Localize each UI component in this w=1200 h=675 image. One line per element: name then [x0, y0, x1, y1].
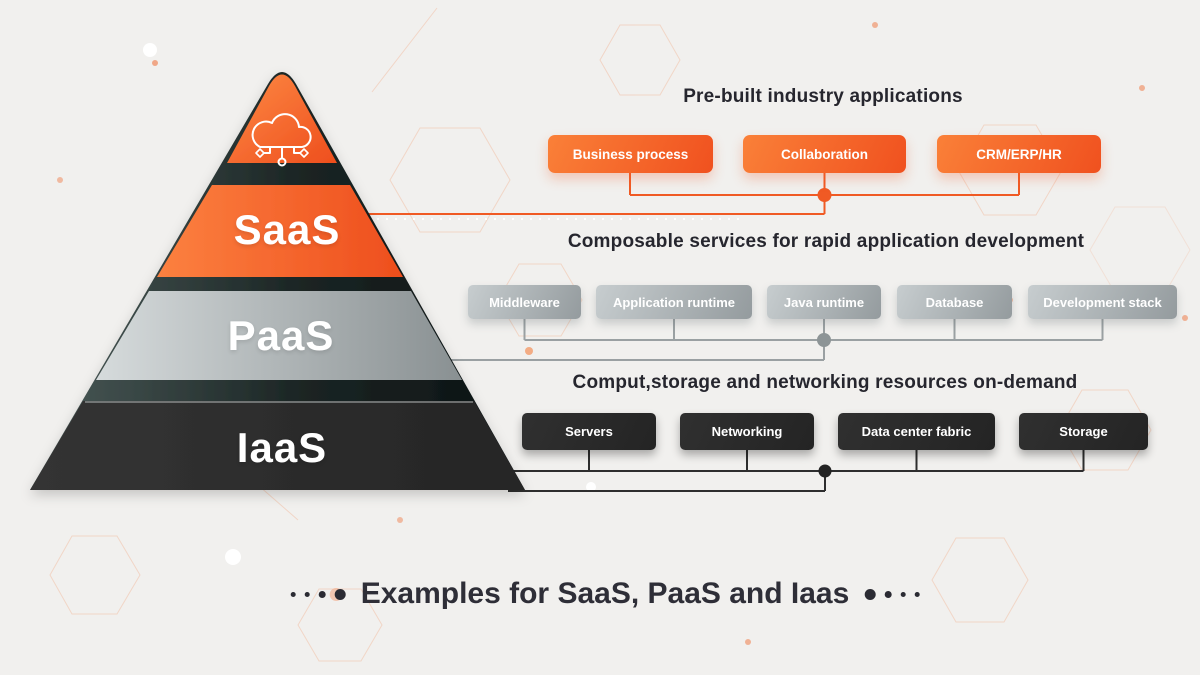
paas-connector-lines: [440, 319, 1104, 361]
caption-dot-decor: [290, 591, 296, 597]
pyramid-layer-saas: [157, 185, 403, 277]
iaas-junction-dot: [818, 464, 832, 478]
chip-collaboration[interactable]: Collaboration: [743, 135, 906, 173]
chip-business-process[interactable]: Business process: [548, 135, 713, 173]
caption-dot-decor: [318, 590, 326, 598]
chip-middleware[interactable]: Middleware: [468, 285, 581, 319]
chip-storage[interactable]: Storage: [1019, 413, 1148, 450]
paas-junction-dot: [817, 333, 831, 347]
pyramid-layer-iaas: [30, 401, 525, 490]
pyramid-label-saas: SaaS: [233, 206, 341, 253]
section-title-saas-examples: Pre-built industry applications: [683, 86, 963, 107]
chip-application-runtime[interactable]: Application runtime: [596, 285, 752, 319]
dot-decor: [57, 22, 1188, 645]
cloud-circuit-icon: [251, 113, 312, 167]
chip-networking[interactable]: Networking: [680, 413, 814, 450]
caption-dot-decor: [884, 590, 892, 598]
caption-text: Examples for SaaS, PaaS and Iaas: [360, 577, 850, 610]
chip-java-runtime[interactable]: Java runtime: [767, 285, 881, 319]
chip-crm-erp-hr[interactable]: CRM/ERP/HR: [937, 135, 1101, 173]
pyramid: [30, 72, 525, 490]
saas-junction-dot: [817, 188, 832, 202]
caption-dot-decor: [900, 591, 906, 597]
section-title-paas-examples: Composable services for rapid applicatio…: [567, 231, 1085, 252]
caption-dot-decor: [914, 591, 920, 597]
pyramid-layer-paas: [96, 291, 462, 380]
caption: Examples for SaaS, PaaS and Iaas: [290, 577, 920, 611]
saas-connector-lines: [356, 173, 1020, 215]
caption-dot-decor: [864, 588, 876, 600]
iaas-connector-lines: [505, 450, 1085, 492]
caption-dot-decor: [334, 588, 346, 600]
chip-data-center-fabric[interactable]: Data center fabric: [838, 413, 995, 450]
section-title-iaas-examples: Comput,storage and networking resources …: [572, 372, 1078, 393]
chip-database[interactable]: Database: [897, 285, 1012, 319]
pyramid-label-paas: PaaS: [227, 312, 335, 359]
chip-servers[interactable]: Servers: [522, 413, 656, 450]
pyramid-label-iaas: IaaS: [236, 424, 328, 471]
caption-dot-decor: [304, 591, 310, 597]
chip-development-stack[interactable]: Development stack: [1028, 285, 1177, 319]
pyramid-silhouette: [30, 72, 525, 490]
